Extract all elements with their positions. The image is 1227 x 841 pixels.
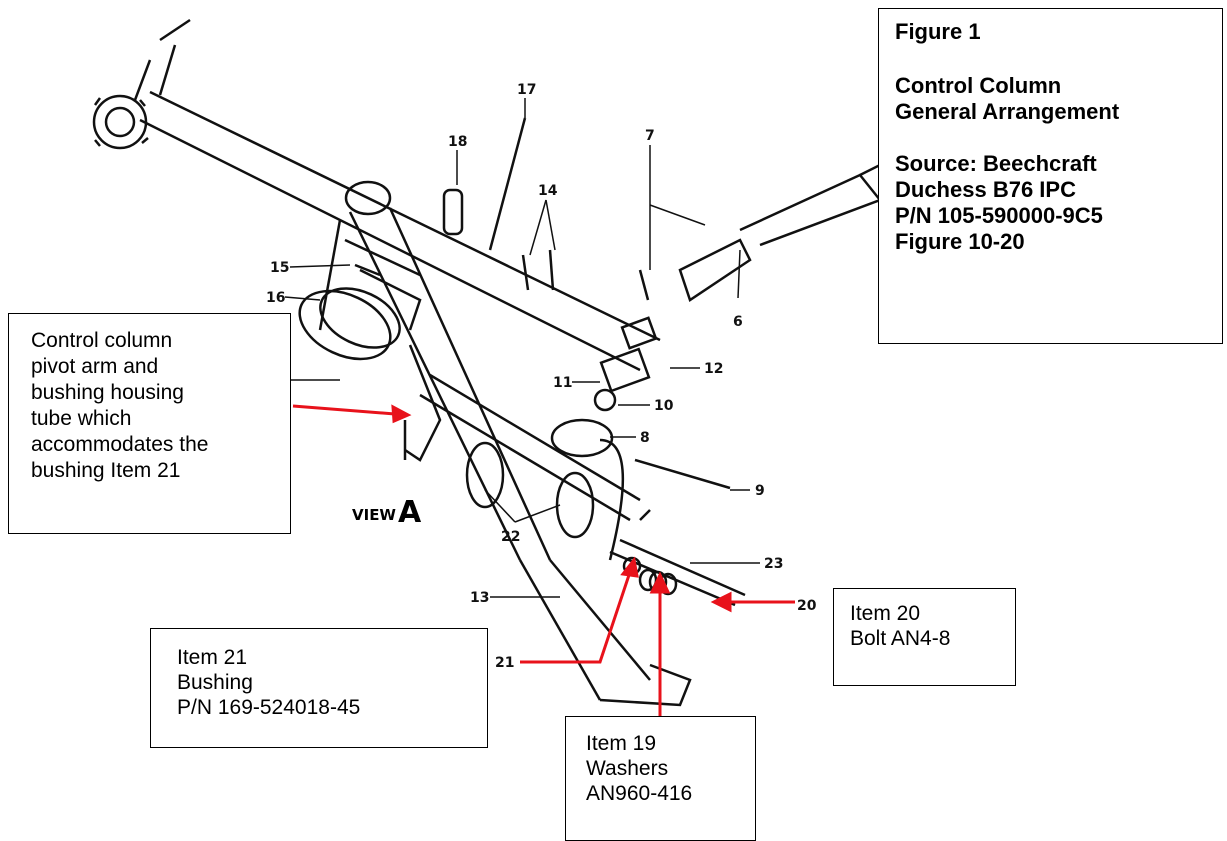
part-number-labels: 17 18 14 7 6 15 16 12 11 10 19 8 9 22 23… <box>257 82 817 671</box>
figure-source-line-2: Duchess B76 IPC <box>895 177 1076 202</box>
figure-name-line-1: Control Column <box>895 73 1062 98</box>
pivot-arm-callout-line-5: accommodates the <box>31 433 209 456</box>
item19-callout-line-3: AN960-416 <box>586 782 693 805</box>
pivot-arm-callout-line-1: Control column <box>31 329 173 352</box>
pulley-16 <box>298 268 422 361</box>
pivot-arm-callout-line-6: bushing Item 21 <box>31 459 181 482</box>
figure-name-line-2: General Arrangement <box>895 99 1120 124</box>
item21-arrow <box>520 571 632 664</box>
part-number-21: 21 <box>495 655 514 671</box>
item20-callout-box: Item 20 Bolt AN4-8 <box>833 588 1016 686</box>
view-label-prefix: VIEW <box>352 506 396 524</box>
figure-source-line-3: P/N 105-590000-9C5 <box>895 203 1103 228</box>
pins-and-bolts <box>442 117 746 607</box>
figure-title: Figure 1 <box>895 19 981 44</box>
view-label-letter: A <box>398 495 422 530</box>
item21-callout-line-1: Item 21 <box>177 646 248 669</box>
pivot-arm-callout-line-3: bushing housing <box>31 381 184 404</box>
figure-source-line-1: Source: Beechcraft <box>895 151 1097 176</box>
part-number-8: 8 <box>640 430 650 446</box>
part-number-9: 9 <box>755 483 765 499</box>
part-number-10: 10 <box>654 398 674 414</box>
part-number-12: 12 <box>704 361 723 377</box>
control-column-tube <box>133 18 661 372</box>
part-number-18: 18 <box>448 134 467 150</box>
part-number-23: 23 <box>764 556 783 572</box>
figure-title-box: Figure 1 Control Column General Arrangem… <box>878 8 1223 344</box>
part-number-17: 17 <box>517 82 536 98</box>
pivot-arm-arrow <box>292 404 396 416</box>
item21-callout-line-2: Bushing <box>177 671 253 694</box>
item21-arrowhead <box>620 556 639 578</box>
bracket-15-and-arm <box>354 263 442 462</box>
sprocket-gear <box>92 94 149 150</box>
item21-callout-line-3: P/N 169-524018-45 <box>177 696 361 719</box>
pivot-arm-callout-line-4: tube which <box>31 407 132 430</box>
part-number-14: 14 <box>538 183 558 199</box>
part-number-20: 20 <box>797 598 817 614</box>
part-number-7: 7 <box>645 128 655 144</box>
part-number-13: 13 <box>470 590 489 606</box>
bracket-12 <box>593 316 658 412</box>
part-number-22: 22 <box>501 529 520 545</box>
item20-callout-line-2: Bolt AN4-8 <box>850 627 951 650</box>
part-number-6: 6 <box>733 314 743 330</box>
pivot-arm-structure <box>318 180 692 707</box>
pivot-arm-callout-box: Control column pivot arm and bushing hou… <box>8 313 291 534</box>
part-number-11: 11 <box>553 375 572 391</box>
pivot-arm-callout-line-2: pivot arm and <box>31 355 159 378</box>
plate-8 <box>550 418 614 458</box>
pulley-shaft-22 <box>419 373 641 561</box>
part-number-15: 15 <box>270 260 289 276</box>
part-leader-lines <box>275 98 760 598</box>
figure-source-line-4: Figure 10-20 <box>895 229 1025 254</box>
item21-callout-box: Item 21 Bushing P/N 169-524018-45 <box>150 628 488 748</box>
item19-callout-line-2: Washers <box>586 757 669 780</box>
item19-arrowhead <box>649 571 671 594</box>
view-a-label: VIEW A <box>352 495 422 530</box>
item20-arrowhead <box>710 591 732 613</box>
part-number-16: 16 <box>266 290 285 306</box>
item19-callout-line-1: Item 19 <box>586 732 657 755</box>
item20-callout-line-1: Item 20 <box>850 602 921 625</box>
pivot-arm-arrowhead <box>391 404 412 424</box>
item19-callout-box: Item 19 Washers AN960-416 <box>565 716 756 841</box>
red-callout-arrows <box>292 404 795 716</box>
